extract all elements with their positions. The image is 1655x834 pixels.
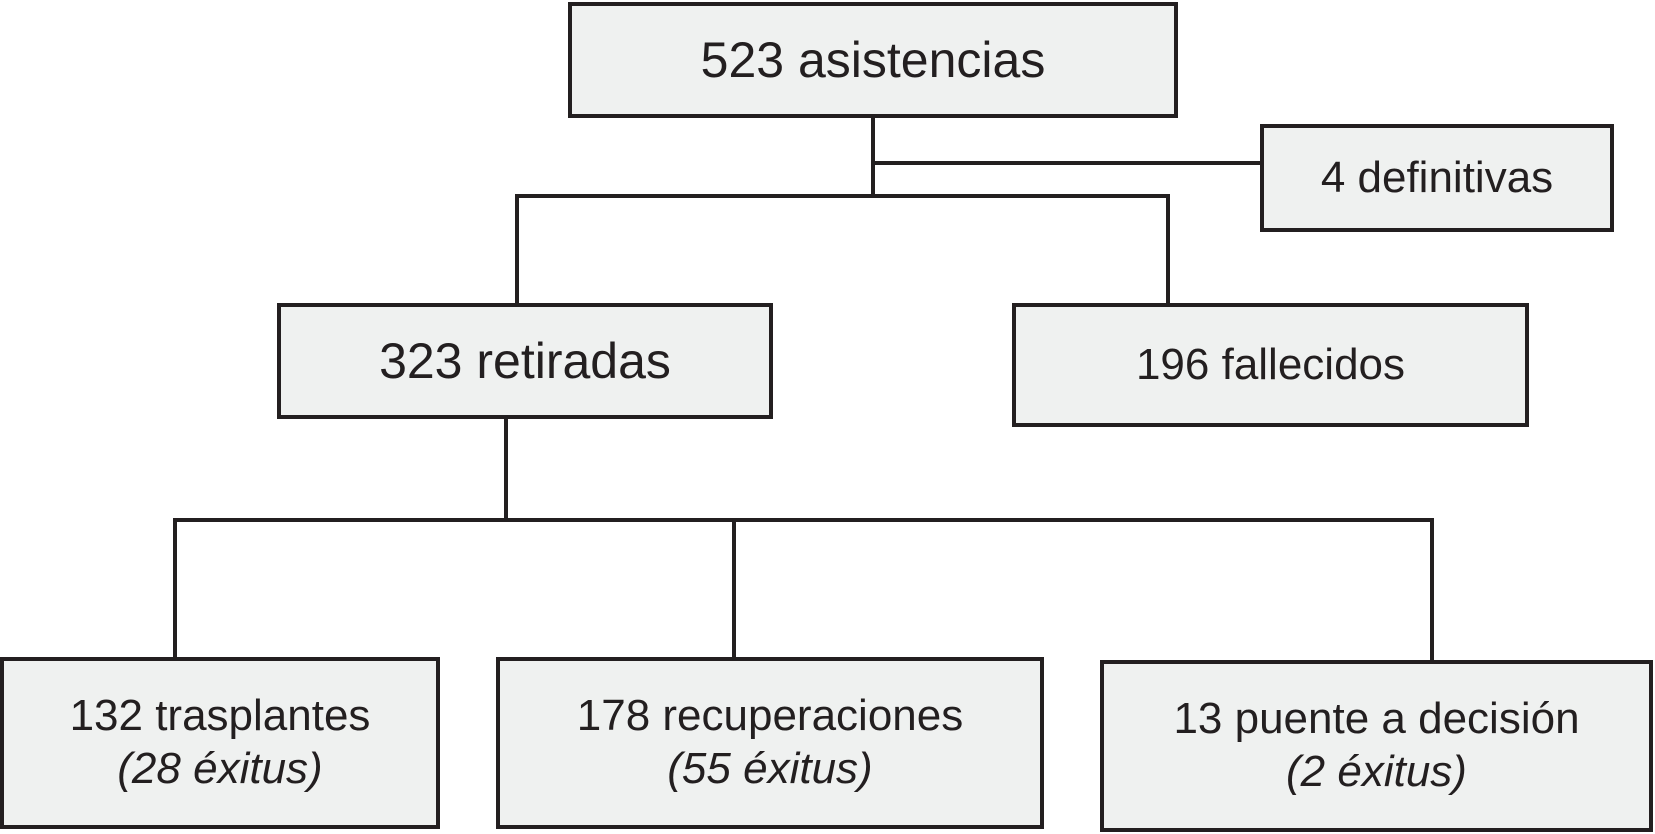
node-recovery: 178 recuperaciones (55 éxitus) bbox=[496, 657, 1044, 829]
node-total-label: 523 asistencias bbox=[700, 32, 1046, 88]
node-bridge-label: 13 puente a decisión bbox=[1173, 694, 1580, 744]
node-definitive: 4 definitivas bbox=[1260, 124, 1614, 232]
node-deceased-label: 196 fallecidos bbox=[1135, 339, 1406, 389]
node-bridge-outcome: (2 éxitus) bbox=[1286, 747, 1467, 796]
node-transplant-label: 132 trasplantes bbox=[69, 691, 371, 741]
node-definitive-label: 4 definitivas bbox=[1320, 152, 1554, 202]
node-withdrawn-label: 323 retiradas bbox=[379, 333, 671, 389]
node-transplant-outcome: (28 éxitus) bbox=[117, 744, 323, 793]
node-withdrawn: 323 retiradas bbox=[277, 303, 773, 419]
node-recovery-label: 178 recuperaciones bbox=[576, 691, 964, 741]
node-transplant: 132 trasplantes (28 éxitus) bbox=[0, 657, 440, 829]
node-bridge-to-decision: 13 puente a decisión (2 éxitus) bbox=[1100, 660, 1653, 832]
node-total-assists: 523 asistencias bbox=[568, 2, 1178, 118]
node-deceased: 196 fallecidos bbox=[1012, 303, 1529, 427]
node-recovery-outcome: (55 éxitus) bbox=[667, 744, 873, 793]
